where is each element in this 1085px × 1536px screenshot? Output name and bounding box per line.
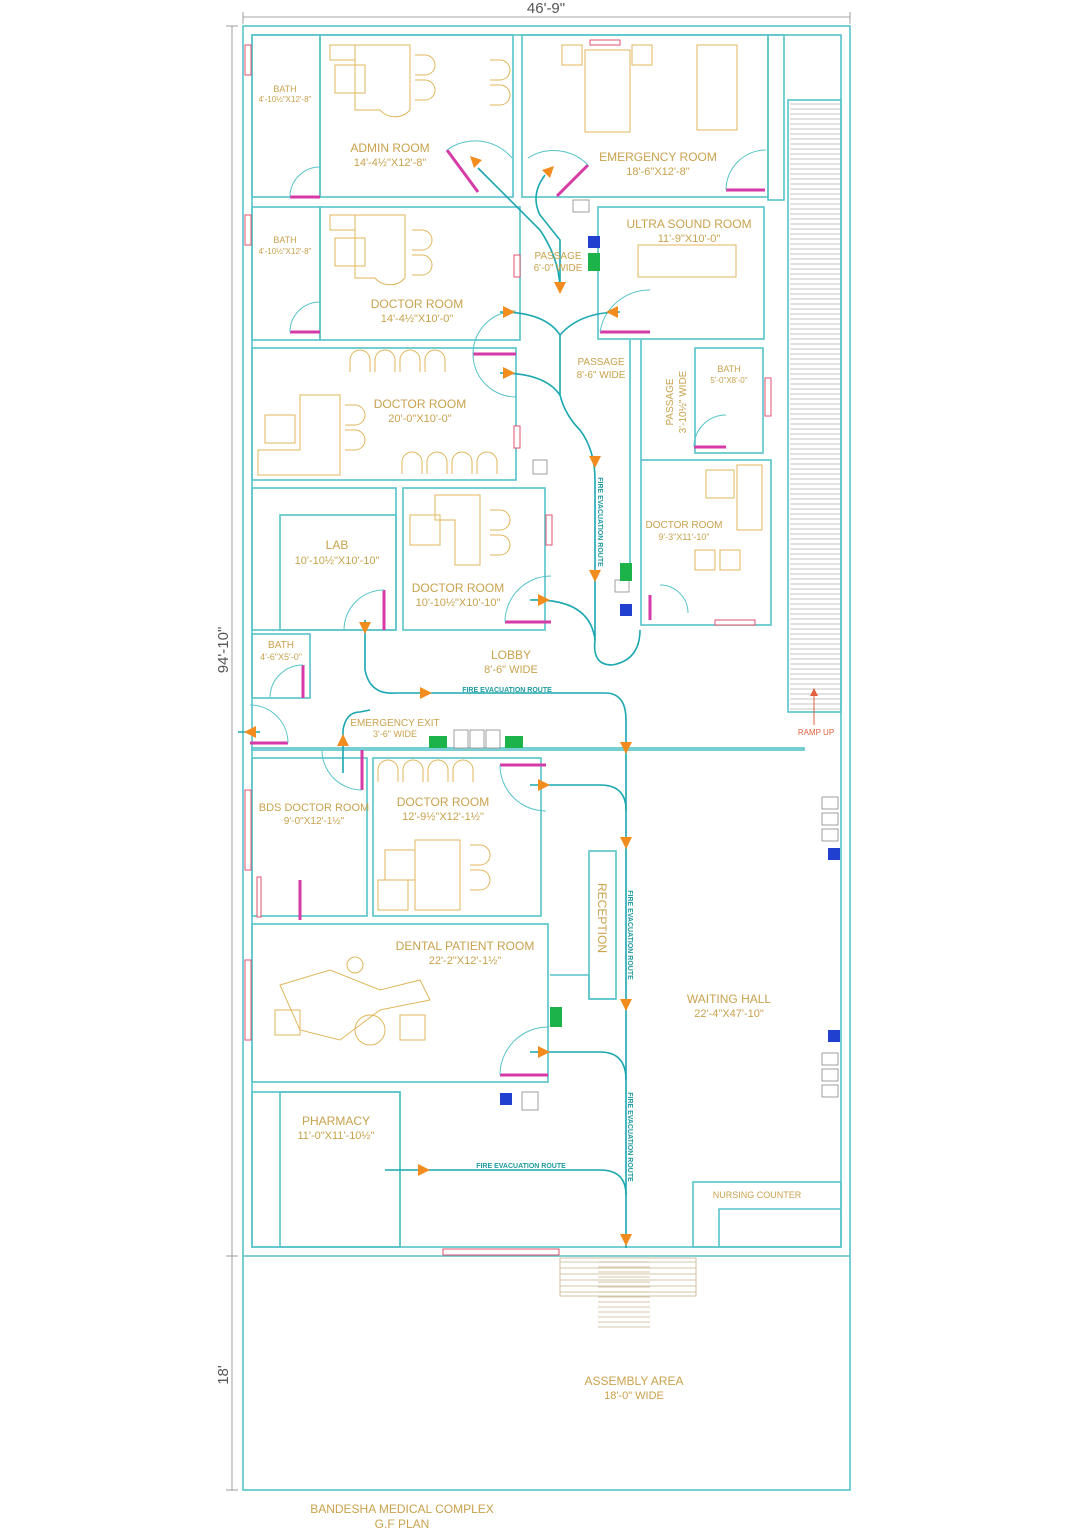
route-arrow xyxy=(420,687,432,699)
ramp xyxy=(790,103,840,710)
doctor-room2-size: 20'-0"X10'-0" xyxy=(388,413,451,425)
dental-room-size: 22'-2"X12'-1½" xyxy=(429,955,502,967)
fire-route-label-1: FIRE EVACUATION ROUTE xyxy=(596,477,603,567)
route-arrow xyxy=(620,837,632,849)
bath3-size: 5'-0"X8'-0" xyxy=(710,376,747,385)
accessibility-icons xyxy=(500,236,840,1105)
route-arrow xyxy=(418,1164,430,1176)
route-arrow xyxy=(470,156,482,168)
doctor-room3-size: 9'-3"X11'-10" xyxy=(658,532,709,542)
passage2-size: 8'-6" WIDE xyxy=(577,370,626,381)
route-arrow xyxy=(503,367,515,379)
bath1-size: 4'-10½"X12'-8" xyxy=(259,95,312,104)
route-arrow xyxy=(554,282,566,294)
bath3-name: BATH xyxy=(717,364,740,374)
bath2-name: BATH xyxy=(273,235,296,245)
pharmacy-size: 11'-0"X11'-10½" xyxy=(297,1130,374,1142)
route-arrow xyxy=(620,742,632,754)
assembly-depth-dimension: 18' xyxy=(215,1365,232,1385)
route-arrow xyxy=(503,306,515,318)
furniture xyxy=(257,44,763,1046)
route-arrow xyxy=(620,1234,632,1246)
waiting-hall-size: 22'-4"X47'-10" xyxy=(694,1008,764,1020)
entrance-steps xyxy=(559,1257,697,1328)
ramp-arrowhead xyxy=(810,688,818,696)
bath4-size: 4'-6"X5'-0" xyxy=(260,652,302,662)
doctor-room5-name: DOCTOR ROOM xyxy=(397,795,489,809)
route-arrow xyxy=(542,166,554,178)
route-arrow xyxy=(244,726,256,738)
passage2-name: PASSAGE xyxy=(577,357,624,368)
doctor-room1-size: 14'-4½"X10'-0" xyxy=(381,313,454,325)
passage1-name: PASSAGE xyxy=(534,251,581,262)
doctor-room4-name: DOCTOR ROOM xyxy=(412,581,504,595)
windows xyxy=(244,39,772,1256)
doctor-room2-name: DOCTOR ROOM xyxy=(374,397,466,411)
nursing-counter-name: NURSING COUNTER xyxy=(713,1190,802,1200)
doctor-room5-size: 12'-9½"X12'-1½" xyxy=(402,811,484,823)
left-height-dimension: 94'-10" xyxy=(215,627,232,674)
fire-route-label-3: FIRE EVACUATION ROUTE xyxy=(626,890,633,980)
route-arrow xyxy=(589,570,601,582)
emergency-room-name: EMERGENCY ROOM xyxy=(599,150,717,164)
doctor-room3-name: DOCTOR ROOM xyxy=(645,520,722,531)
route-arrow xyxy=(606,306,618,318)
bath1-name: BATH xyxy=(273,84,296,94)
dental-room-name: DENTAL PATIENT ROOM xyxy=(396,939,535,953)
interior-walls xyxy=(251,34,842,1248)
fire-route-label-5: FIRE EVACUATION ROUTE xyxy=(476,1163,566,1170)
evacuation-routes xyxy=(238,167,641,1248)
fire-route-label-2: FIRE EVACUATION ROUTE xyxy=(462,687,552,694)
toilet-fixtures xyxy=(453,199,839,1111)
route-arrows xyxy=(244,156,632,1246)
doctor-room1-name: DOCTOR ROOM xyxy=(371,297,463,311)
plan-title: BANDESHA MEDICAL COMPLEX xyxy=(310,1502,494,1516)
lobby-size: 8'-6" WIDE xyxy=(484,664,538,676)
ultrasound-room-size: 11'-9"X10'-0" xyxy=(658,233,721,245)
pharmacy-name: PHARMACY xyxy=(302,1114,370,1128)
lab-size: 10'-10½"X10'-10" xyxy=(295,555,380,567)
lobby-name: LOBBY xyxy=(491,648,531,662)
ultrasound-room-name: ULTRA SOUND ROOM xyxy=(626,217,751,231)
reception-name: RECEPTION xyxy=(595,883,609,953)
passage3-size: 3'-10½" WIDE xyxy=(678,370,689,433)
route-arrow xyxy=(538,594,550,606)
admin-room-name: ADMIN ROOM xyxy=(350,141,429,155)
route-arrow xyxy=(538,1046,550,1058)
route-arrow xyxy=(359,622,371,634)
doors xyxy=(249,140,767,1077)
fire-route-label-4: FIRE EVACUATION ROUTE xyxy=(626,1092,633,1182)
passage1-size: 6'-0" WIDE xyxy=(534,263,583,274)
route-arrow xyxy=(337,734,349,746)
waiting-hall-name: WAITING HALL xyxy=(687,992,772,1006)
bath4-name: BATH xyxy=(268,640,294,651)
route-arrow xyxy=(620,999,632,1011)
plan-subtitle: G.F PLAN xyxy=(375,1517,430,1531)
bds-room-size: 9'-0"X12'-1½" xyxy=(284,816,345,827)
bath2-size: 4'-10½"X12'-8" xyxy=(259,247,312,256)
assembly-area-size: 18'-0" WIDE xyxy=(604,1390,664,1402)
ramp-label: RAMP UP xyxy=(798,728,834,737)
bds-room-name: BDS DOCTOR ROOM xyxy=(259,802,369,814)
route-arrow xyxy=(589,456,601,468)
admin-room-size: 14'-4½"X12'-8" xyxy=(354,157,427,169)
lab-name: LAB xyxy=(326,538,349,552)
doctor-room4-size: 10'-10½"X10'-10" xyxy=(416,597,501,609)
dimension-lines xyxy=(226,12,851,1491)
top-width-dimension: 46'-9" xyxy=(527,0,565,17)
emergency-room-size: 18'-6"X12'-8" xyxy=(626,166,689,178)
emergency-exit-name: EMERGENCY EXIT xyxy=(350,718,439,729)
passage3-name: PASSAGE xyxy=(665,378,676,425)
room-labels: BATH 4'-10½"X12'-8" ADMIN ROOM 14'-4½"X1… xyxy=(259,84,802,1402)
steps-outline xyxy=(559,1257,697,1297)
emergency-exit-size: 3'-6" WIDE xyxy=(373,729,417,739)
route-arrow xyxy=(538,779,550,791)
exit-signs xyxy=(429,253,632,1027)
assembly-area-name: ASSEMBLY AREA xyxy=(585,1374,684,1388)
